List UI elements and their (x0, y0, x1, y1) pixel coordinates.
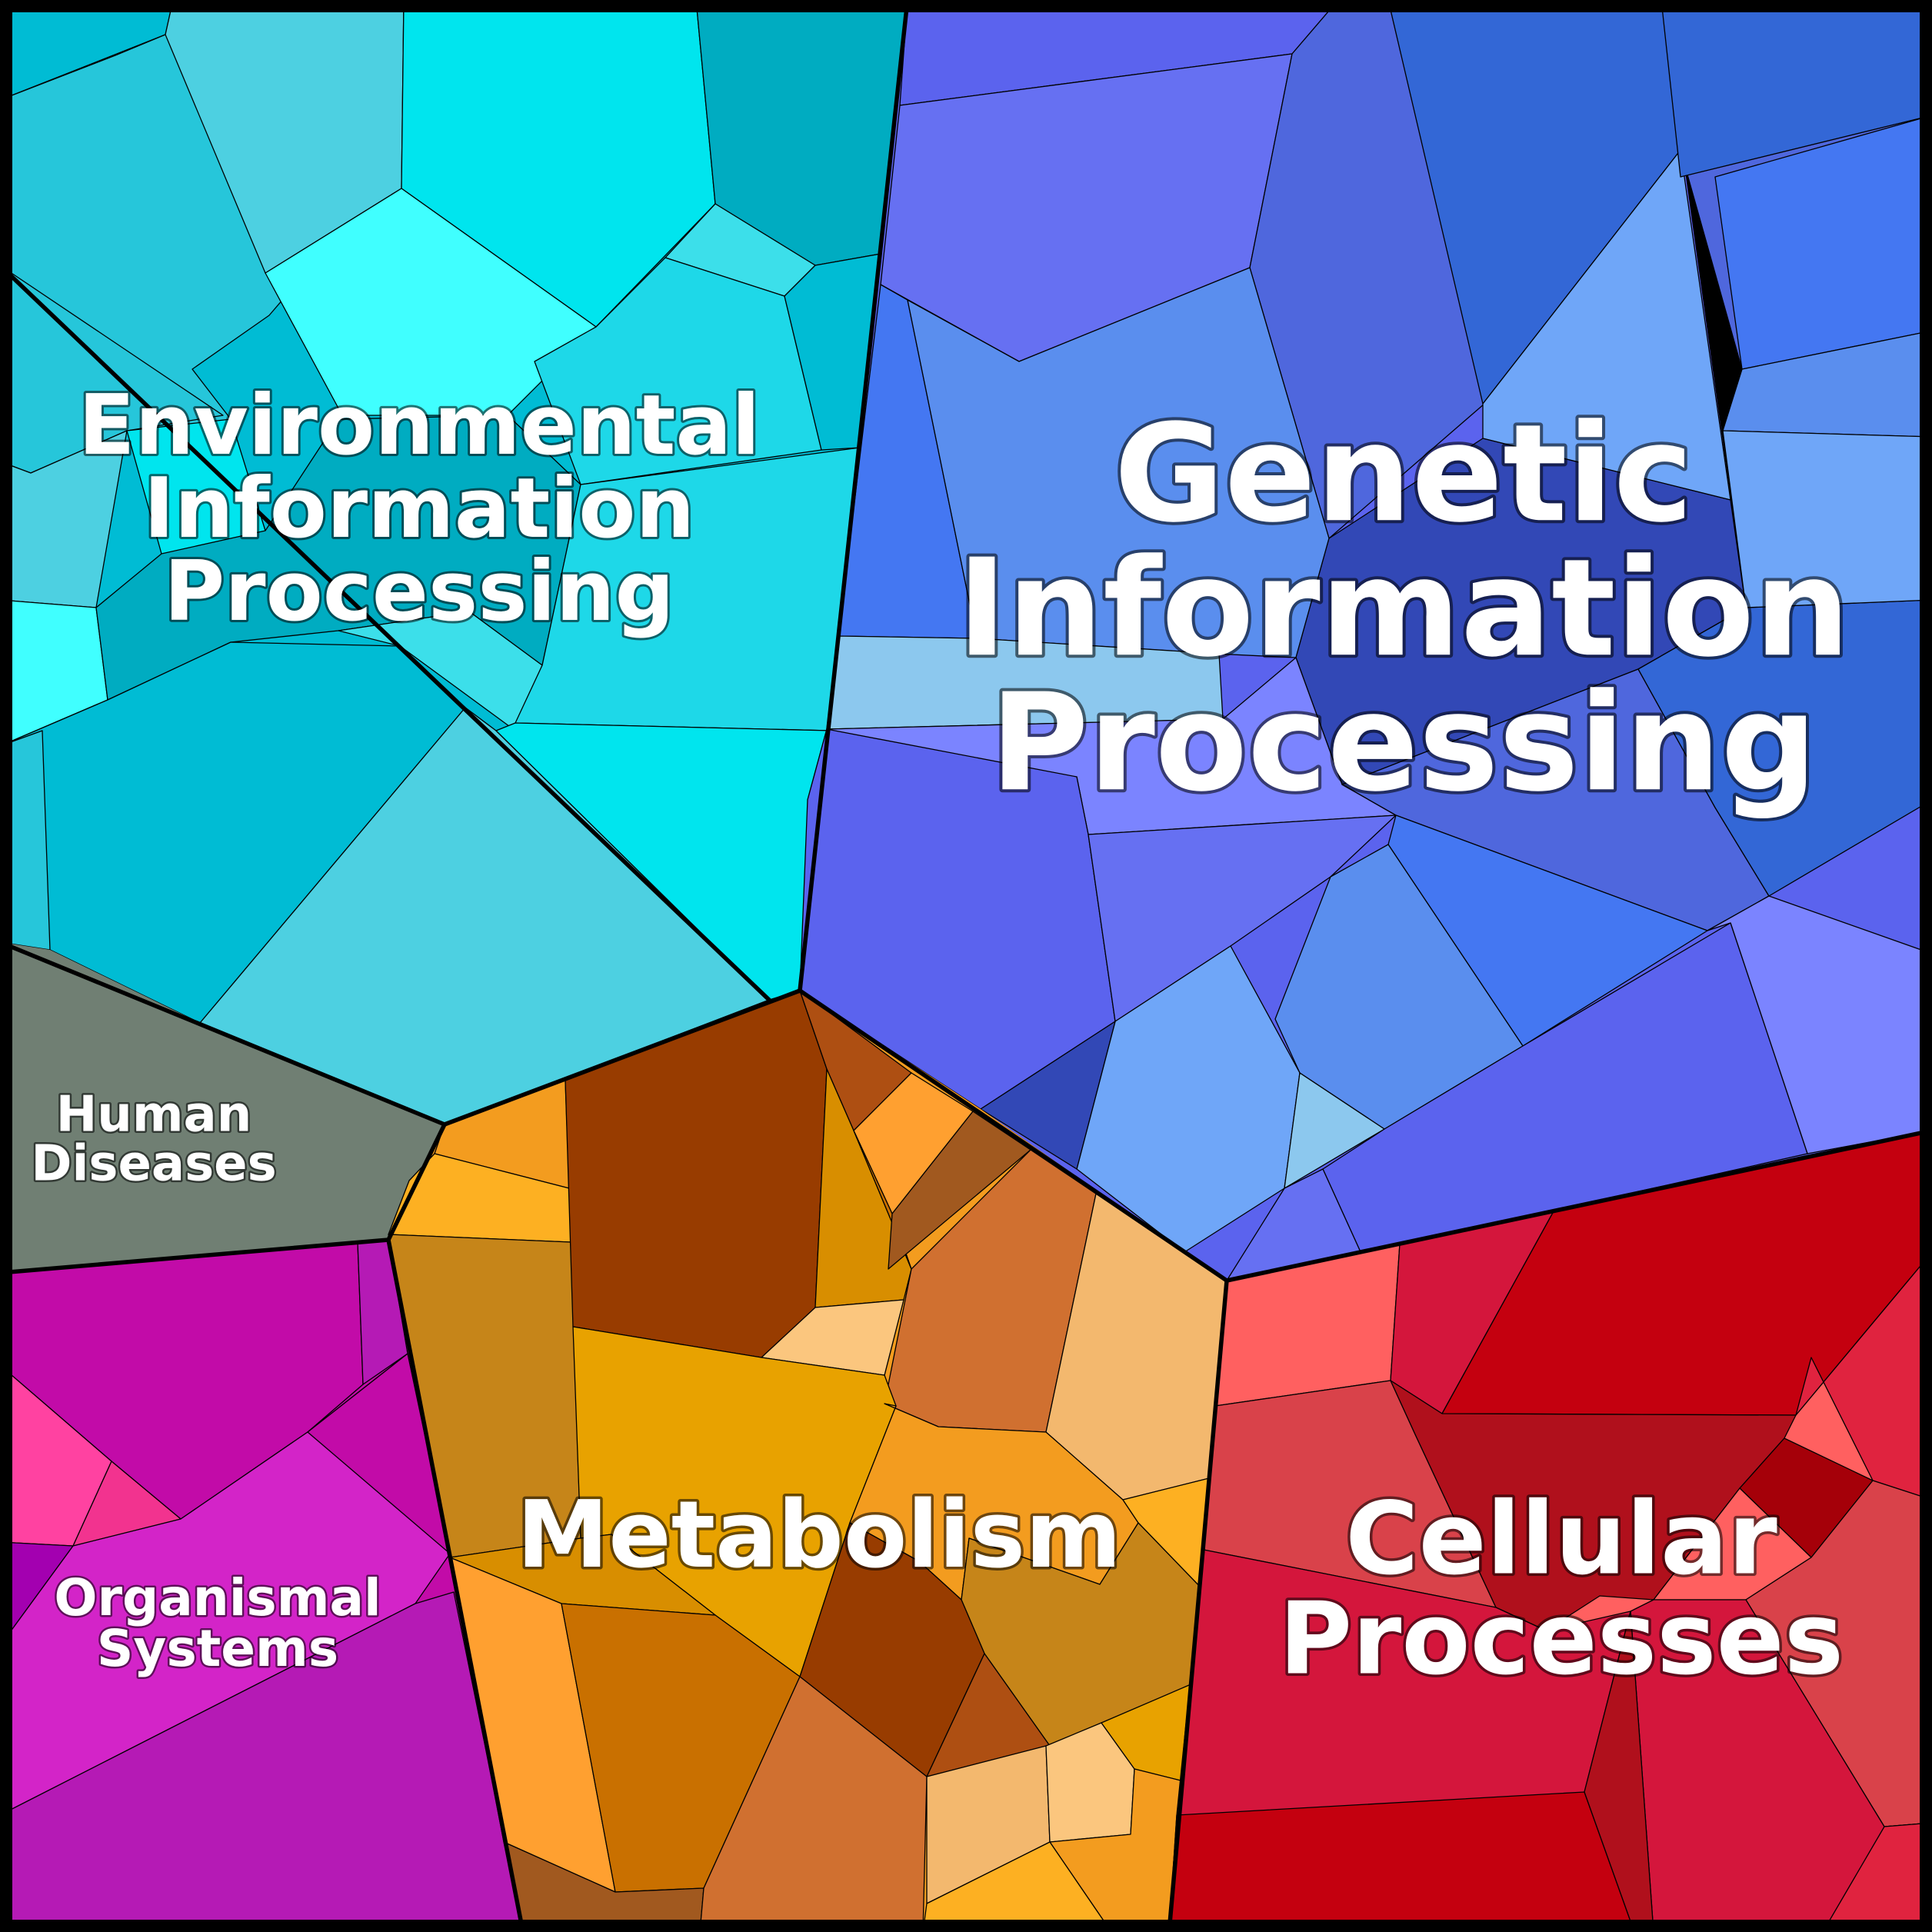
label-line: Processing (164, 544, 675, 640)
label-line: Processing (990, 665, 1817, 821)
cell (888, 1111, 1031, 1270)
label-metabolism: Metabolism (517, 1482, 1121, 1589)
cell (401, 0, 716, 328)
label-line: Environmental (78, 378, 761, 474)
category-organismal[interactable] (0, 1239, 524, 1932)
cell (784, 253, 881, 451)
cells-metabolism (388, 990, 1227, 1932)
cells-organismal (0, 1239, 524, 1932)
cells-environmental (0, 0, 908, 1125)
category-genetic[interactable] (799, 0, 1932, 1281)
cell (1722, 330, 1932, 438)
category-human[interactable] (0, 942, 445, 1273)
region-human[interactable] (0, 942, 445, 1273)
label-line: Processes (1279, 1581, 1844, 1697)
cell (1661, 0, 1932, 178)
label-line: Cellular (1345, 1481, 1777, 1597)
cell (1822, 1822, 1932, 1932)
cell (0, 430, 128, 608)
cells-cellular (1168, 1130, 1932, 1932)
label-line: Systems (97, 1619, 338, 1678)
cell (1168, 1791, 1635, 1932)
cell (814, 1068, 912, 1308)
label-line: Organismal (54, 1568, 381, 1627)
cell (980, 1021, 1116, 1170)
cell (1088, 814, 1397, 1022)
category-environmental[interactable] (0, 0, 908, 1125)
cell (1714, 115, 1932, 370)
category-metabolism[interactable] (388, 990, 1227, 1932)
cell (1722, 430, 1932, 608)
cell (1584, 1611, 1654, 1932)
label-line: Information (144, 461, 695, 557)
cell (1284, 1072, 1385, 1189)
label-line: Human (56, 1086, 252, 1143)
label-line: Diseases (31, 1135, 276, 1192)
label-line: Genetic (1114, 396, 1694, 552)
category-cellular[interactable] (1168, 1130, 1932, 1932)
label-line: Information (957, 531, 1850, 687)
cells-genetic (799, 0, 1932, 1281)
label-line: Metabolism (517, 1482, 1121, 1589)
cell (265, 188, 597, 416)
